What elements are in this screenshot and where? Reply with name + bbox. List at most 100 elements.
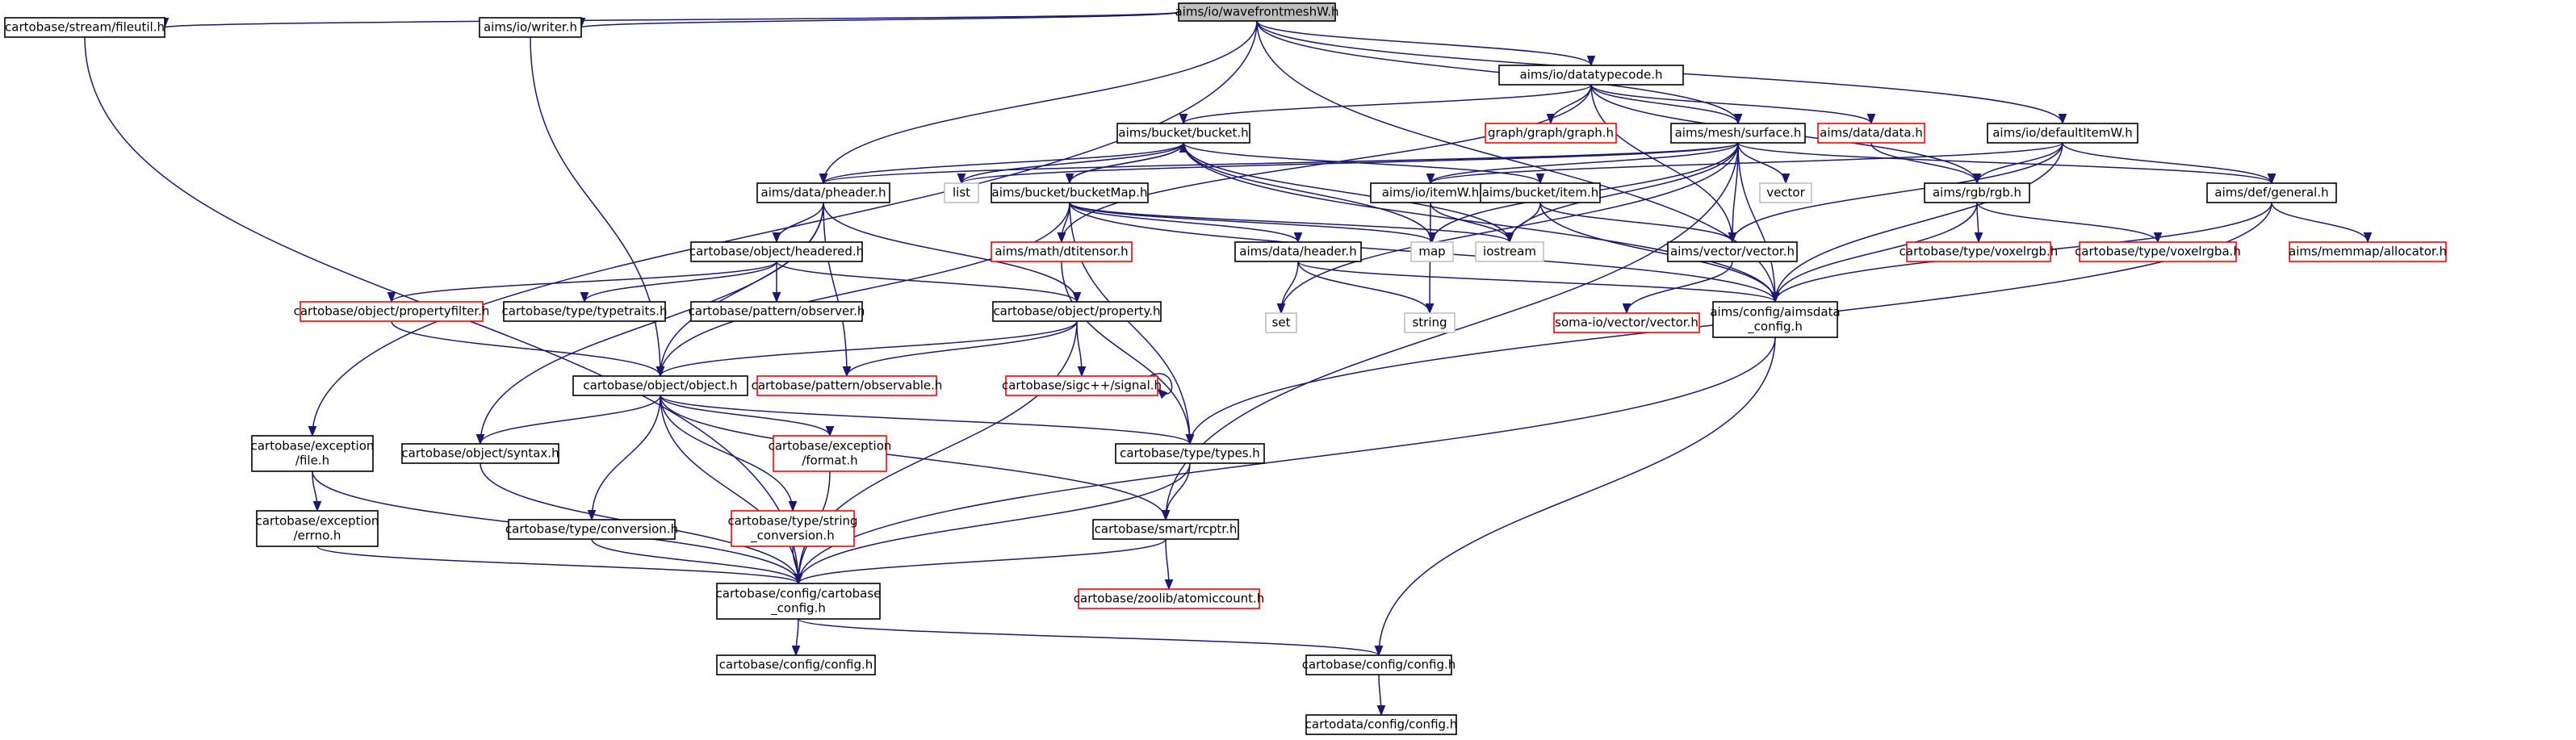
node-box-rgb — [1924, 182, 2030, 203]
node-exformat[interactable]: cartobase/exception/format.h — [769, 435, 892, 472]
node-surface[interactable]: aims/mesh/surface.h — [1670, 123, 1806, 144]
node-set[interactable]: set — [1265, 312, 1297, 333]
node-label-cartobase_config-line-1: _config.h — [770, 601, 826, 617]
node-types[interactable]: cartobase/type/types.h — [1115, 443, 1265, 464]
node-map[interactable]: map — [1410, 241, 1454, 262]
node-cb_config2[interactable]: cartobase/config/config.h — [1302, 654, 1456, 675]
node-somavector[interactable]: soma-io/vector/vector.h — [1553, 312, 1700, 333]
dependency-edge-object-to-syntax — [475, 395, 661, 445]
node-atomiccount[interactable]: cartobase/zoolib/atomiccount.h — [1074, 588, 1264, 609]
node-datatypecode[interactable]: aims/io/datatypecode.h — [1498, 65, 1684, 86]
node-rcptr[interactable]: cartobase/smart/rcptr.h — [1092, 519, 1239, 540]
dependency-edge-pheader-to-observable — [823, 202, 852, 378]
node-string[interactable]: string — [1404, 312, 1456, 333]
dependency-edge-surface-to-pheader — [819, 142, 1739, 185]
node-dtitensor[interactable]: aims/math/dtitensor.h — [991, 241, 1133, 262]
dependency-edge-pheader-to-syntax — [475, 202, 824, 445]
node-datah[interactable]: aims/data/data.h — [1817, 123, 1925, 144]
dependency-edge-property-to-signal — [1076, 320, 1087, 378]
node-voxelrgba[interactable]: cartobase/type/voxelrgba.h — [2075, 241, 2241, 262]
node-cartobase_config[interactable]: cartobase/config/cartobase_config.h — [716, 583, 882, 620]
node-box-string_conversion — [731, 510, 855, 547]
node-typetraits[interactable]: cartobase/type/typetraits.h — [502, 301, 668, 322]
node-label-aimsdata_config-line-0: aims/config/aimsdata — [1710, 305, 1840, 320]
node-box-defaultItemW — [1987, 123, 2138, 144]
node-defaultItemW[interactable]: aims/io/defaultItemW.h — [1987, 123, 2138, 144]
dependency-edge-writer-to-object — [530, 36, 665, 378]
node-label-rgb: aims/rgb/rgb.h — [1933, 186, 2021, 200]
node-cb_config_config[interactable]: cartobase/config/config.h — [716, 654, 876, 675]
node-label-observer: cartobase/pattern/observer.h — [689, 304, 865, 319]
dependency-edge-header-to-aimsdata_config — [1297, 261, 1780, 303]
node-box-observable — [756, 375, 937, 396]
dependency-edge-datah-to-rgb — [1870, 142, 1982, 185]
node-rgb[interactable]: aims/rgb/rgb.h — [1924, 182, 2030, 203]
node-observable[interactable]: cartobase/pattern/observable.h — [752, 375, 943, 396]
node-box-typetraits — [503, 301, 666, 322]
node-box-voxelrgba — [2079, 241, 2237, 262]
dependency-edge-pheader-to-headered — [772, 202, 824, 244]
node-label-bucket: aims/bucket/bucket.h — [1118, 126, 1248, 140]
node-list[interactable]: list — [944, 182, 979, 203]
node-propertyfilter[interactable]: cartobase/object/propertyfilter.h — [294, 301, 490, 322]
node-label-fileutil: cartobase/stream/fileutil.h — [5, 20, 165, 35]
node-box-header — [1234, 241, 1362, 262]
node-general[interactable]: aims/def/general.h — [2206, 182, 2337, 203]
node-writer[interactable]: aims/io/writer.h — [479, 17, 582, 38]
dependency-edge-rgb-to-aimsdata_config — [1770, 202, 1978, 303]
node-item[interactable]: aims/bucket/item.h — [1480, 182, 1601, 203]
dependency-edge-defaultItemW-to-aimsvector — [1728, 142, 2063, 244]
node-syntax[interactable]: cartobase/object/syntax.h — [401, 443, 559, 464]
node-label-map: map — [1418, 245, 1445, 259]
node-itemW[interactable]: aims/io/itemW.h — [1370, 182, 1491, 203]
dependency-edge-object-to-string_conversion — [660, 395, 798, 512]
node-label-cartobase_config-line-0: cartobase/config/cartobase — [716, 587, 882, 601]
dependency-edge-object-to-conversion — [587, 395, 661, 521]
node-vector[interactable]: vector — [1759, 182, 1812, 203]
node-signal[interactable]: cartobase/sigc++/signal.h — [1002, 375, 1162, 396]
dependency-edge-header-to-set — [1276, 261, 1299, 315]
node-box-property — [992, 301, 1162, 322]
dependency-edge-root-to-writer — [577, 11, 1179, 29]
node-iostream[interactable]: iostream — [1475, 241, 1544, 262]
dependency-edge-root-to-datatypecode — [1256, 20, 1596, 67]
node-allocator[interactable]: aims/memmap/allocator.h — [2289, 241, 2447, 262]
dependency-edge-signal-to-signal — [1149, 373, 1173, 399]
node-aimsdata_config[interactable]: aims/config/aimsdata_config.h — [1710, 301, 1841, 338]
node-graph[interactable]: graph/graph/graph.h — [1485, 123, 1617, 144]
node-property[interactable]: cartobase/object/property.h — [992, 301, 1162, 322]
node-label-item: aims/bucket/item.h — [1482, 186, 1599, 200]
node-root[interactable]: aims/io/wavefrontmeshW.h — [1175, 2, 1339, 22]
node-headered[interactable]: cartobase/object/headered.h — [689, 241, 864, 262]
node-label-defaultItemW: aims/io/defaultItemW.h — [1992, 126, 2133, 140]
node-exfile[interactable]: cartobase/exception/file.h — [251, 435, 375, 472]
node-fileutil[interactable]: cartobase/stream/fileutil.h — [4, 17, 165, 38]
node-conversion[interactable]: cartobase/type/conversion.h — [505, 519, 678, 540]
dependency-edge-datatypecode-to-surface — [1590, 84, 1743, 125]
node-voxelrgb[interactable]: cartobase/type/voxelrgb.h — [1900, 241, 2059, 262]
dependency-edge-bucketMap-to-map — [1069, 202, 1437, 244]
node-label-propertyfilter: cartobase/object/propertyfilter.h — [294, 304, 490, 319]
node-pheader[interactable]: aims/data/pheader.h — [756, 182, 890, 203]
node-cartodata_config[interactable]: cartodata/config/config.h — [1305, 714, 1458, 735]
node-header[interactable]: aims/data/header.h — [1234, 241, 1362, 262]
node-object[interactable]: cartobase/object/object.h — [572, 375, 748, 396]
node-box-cartobase_config — [716, 583, 881, 620]
node-aimsvector[interactable]: aims/vector/vector.h — [1667, 241, 1798, 262]
node-box-aimsdata_config — [1712, 301, 1838, 338]
node-bucketMap[interactable]: aims/bucket/bucketMap.h — [991, 182, 1149, 203]
dependency-edge-conversion-to-cartobase_config — [591, 538, 803, 585]
dependency-edge-object-to-cartobase_config — [660, 395, 803, 585]
node-label-set: set — [1272, 316, 1291, 330]
node-box-datah — [1817, 123, 1925, 144]
dependency-edge-cartobase_config-to-cb_config2 — [798, 618, 1384, 657]
node-label-iostream: iostream — [1483, 245, 1536, 259]
node-observer[interactable]: cartobase/pattern/observer.h — [689, 301, 865, 322]
node-exerrno[interactable]: cartobase/exception/errno.h — [256, 510, 379, 547]
node-string_conversion[interactable]: cartobase/type/string_conversion.h — [727, 510, 858, 547]
node-label-allocator: aims/memmap/allocator.h — [2289, 245, 2447, 259]
node-label-dtitensor: aims/math/dtitensor.h — [995, 245, 1128, 259]
node-box-map — [1410, 241, 1454, 262]
node-box-syntax — [401, 443, 559, 464]
node-bucket[interactable]: aims/bucket/bucket.h — [1116, 123, 1250, 144]
